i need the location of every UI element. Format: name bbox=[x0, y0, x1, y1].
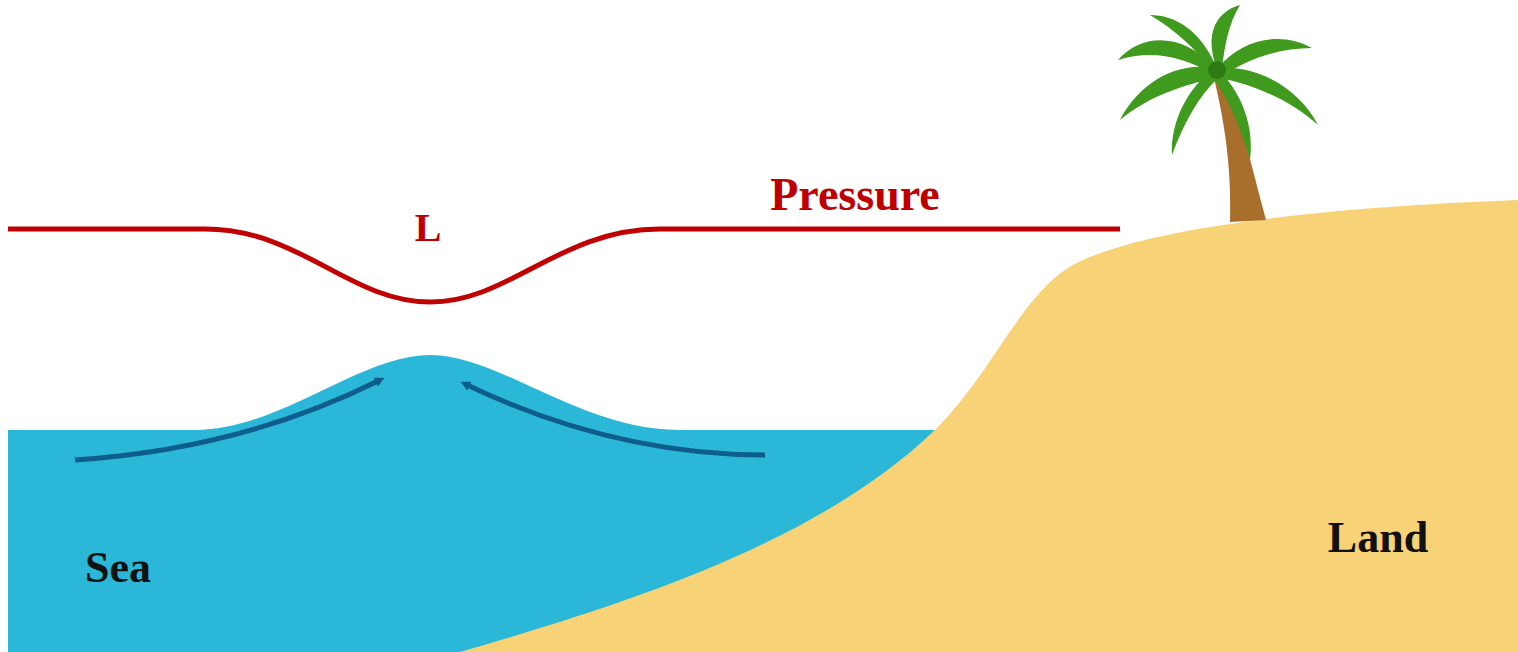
pressure-curve bbox=[8, 229, 1120, 302]
palm-trunk bbox=[1212, 68, 1266, 222]
region-label: Sea bbox=[85, 546, 151, 590]
palm-crown bbox=[1208, 61, 1226, 79]
region-label: Land bbox=[1328, 516, 1428, 560]
current-arrow bbox=[465, 384, 765, 455]
land bbox=[460, 200, 1518, 652]
palm-leaves bbox=[1118, 5, 1318, 160]
pressure-label: Pressure bbox=[770, 172, 940, 218]
pressure-low-symbol: L bbox=[415, 208, 442, 248]
current-arrow bbox=[75, 380, 380, 460]
